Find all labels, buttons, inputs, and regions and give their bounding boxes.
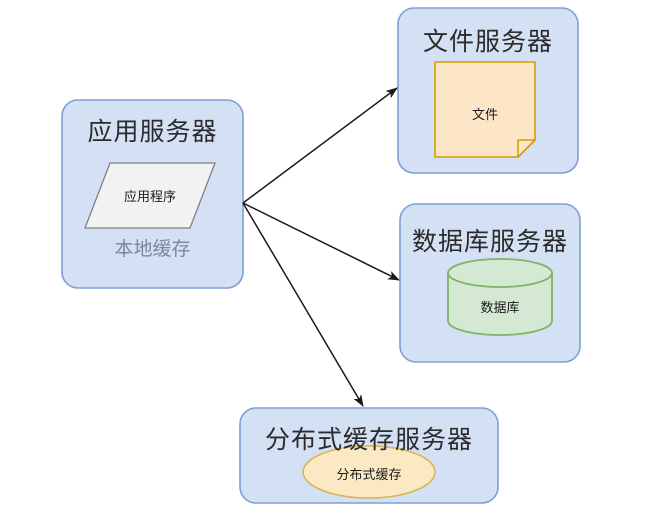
connection-app-to-file[interactable] <box>242 87 398 204</box>
database-cylinder-top <box>447 258 553 288</box>
app-server-title: 应用服务器 <box>87 119 218 146</box>
database-server-title: 数据库服务器 <box>411 229 568 256</box>
app-program-label: 应用程序 <box>123 189 176 204</box>
file-server-title: 文件服务器 <box>422 29 553 56</box>
cache-server-title: 分布式缓存服务器 <box>264 427 473 454</box>
app-program-parallelogram[interactable] <box>84 162 216 229</box>
database-cylinder-body[interactable] <box>447 272 553 336</box>
connection-app-to-cache[interactable] <box>242 202 364 407</box>
connection-app-to-database[interactable] <box>242 202 400 281</box>
cache-ellipse-label: 分布式缓存 <box>336 467 402 482</box>
file-note-fold <box>517 139 536 158</box>
app-local-cache-label: 本地缓存 <box>114 239 191 260</box>
file-note-label: 文件 <box>471 107 498 122</box>
database-cylinder-label: 数据库 <box>480 300 520 315</box>
cache-ellipse-shape[interactable] <box>302 445 436 499</box>
